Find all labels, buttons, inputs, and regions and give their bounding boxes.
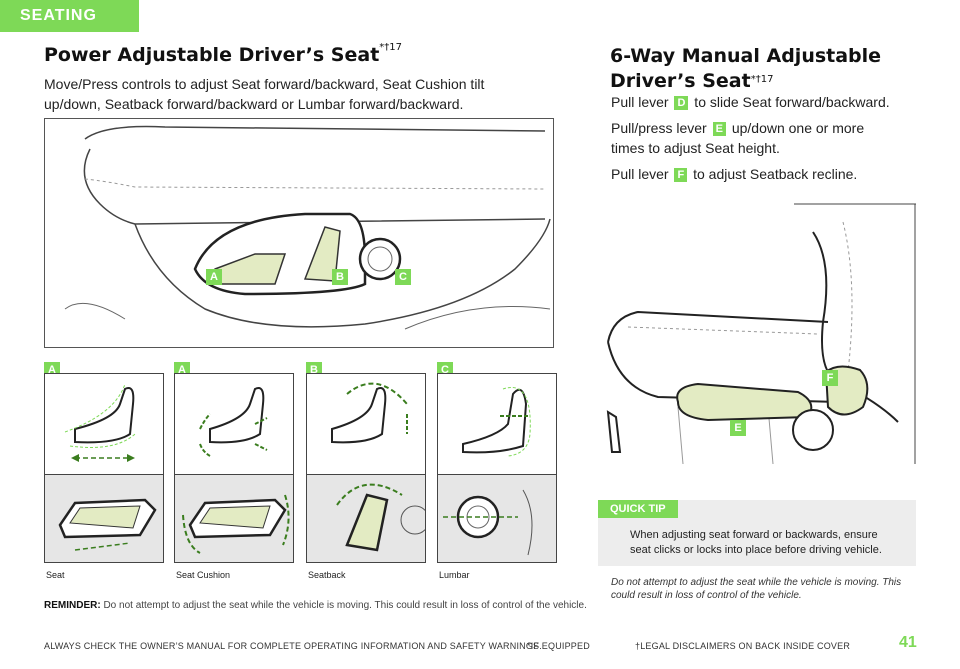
panel-seat-cushion [174,373,294,563]
footer-legal: †LEGAL DISCLAIMERS ON BACK INSIDE COVER [635,641,851,651]
seatback-recline-icon [331,382,408,444]
caption-lumbar: Lumbar [439,570,470,580]
lumbar-support-icon [462,387,531,457]
lever-e-instruction: Pull/press lever E up/down one or more t… [611,120,865,156]
caption-seat: Seat [46,570,65,580]
marker-b: B [332,269,348,285]
seat-side-drawing [64,125,551,330]
lever-d-instruction: Pull lever D to slide Seat forward/backw… [611,94,890,110]
power-seat-description: Move/Press controls to adjust Seat forwa… [44,76,485,112]
marker-f: F [822,370,838,386]
page-number: 41 [899,634,917,651]
manual-seat-illustration: F E D [598,202,916,464]
cushion-tilt-icon [199,387,268,457]
marker-a: A [206,269,222,285]
quick-tip-label: QUICK TIP [598,500,678,518]
power-seat-illustration: A B C [44,118,554,348]
footer-owners-manual: ALWAYS CHECK THE OWNER’S MANUAL FOR COMP… [44,641,542,651]
marker-c: C [395,269,411,285]
seat-slide-icon [64,383,136,462]
seat-switch-icon [58,498,157,551]
caption-seat-cushion: Seat Cushion [176,570,231,580]
panel-seat [44,373,164,563]
footer-if-equipped: *IF EQUIPPED [527,641,590,651]
reminder-note: REMINDER: Do not attempt to adjust the s… [44,600,587,611]
marker-e: E [730,420,746,436]
manual-seat-drawing [606,203,916,464]
section-tab: SEATING [0,0,139,32]
cushion-switch-icon [182,494,290,554]
seatback-switch-icon [336,483,425,552]
quick-tip-text: When adjusting seat forward or backwards… [630,529,882,556]
power-seat-title: Power Adjustable Driver’s Seat*†17 [44,42,403,66]
panel-lumbar [437,373,557,563]
driving-warning: Do not attempt to adjust the seat while … [611,577,902,601]
lumbar-switch-icon [443,489,533,556]
caption-seatback: Seatback [308,570,346,580]
panel-seatback [306,373,426,563]
lever-f-instruction: Pull lever F to adjust Seatback recline. [611,166,858,182]
